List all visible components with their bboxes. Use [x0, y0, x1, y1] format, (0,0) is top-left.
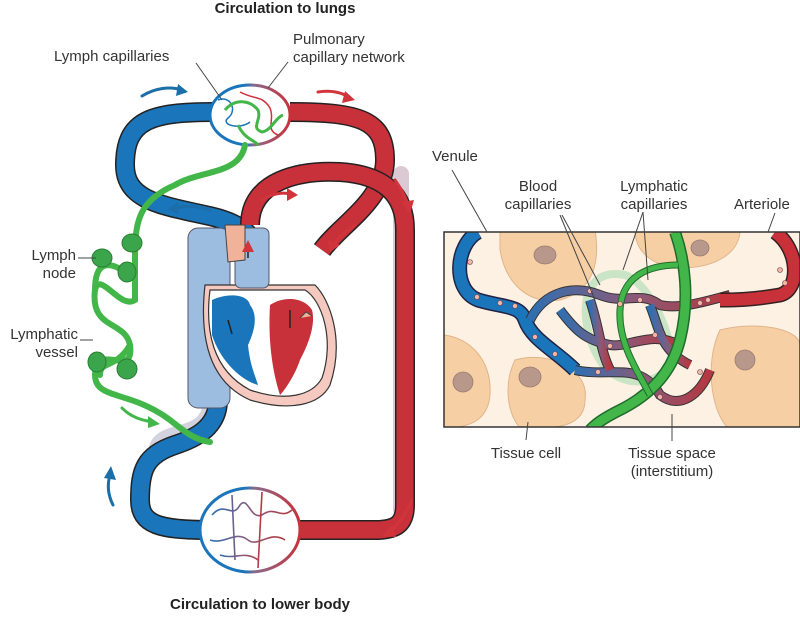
flow-arrows — [104, 84, 414, 537]
label-line: Lymph — [31, 247, 76, 264]
arrow-blue-top — [140, 86, 184, 98]
arrow-green — [120, 406, 154, 424]
label-lymph-capillaries: Lymph capillaries — [54, 48, 170, 65]
cell-nuclei — [452, 239, 756, 393]
label-blood-capillaries: Blood capillaries — [488, 178, 588, 214]
systemic-capillary-network — [198, 486, 302, 574]
label-lymphatic-capillaries: Lymphatic capillaries — [604, 178, 704, 214]
heart — [187, 224, 337, 409]
label-tissue-cell: Tissue cell — [490, 445, 562, 462]
label-lymphatic-vessel: Lymphatic vessel — [0, 326, 78, 362]
title-circulation-to-lungs: Circulation to lungs — [214, 0, 356, 17]
inset-frame — [443, 231, 800, 428]
label-line: vessel — [35, 344, 78, 361]
right-heart-chambers — [212, 295, 258, 385]
label-arteriole: Arteriole — [734, 196, 790, 213]
label-line: capillaries — [504, 196, 572, 213]
label-line: capillary network — [293, 49, 405, 66]
leader-lines-right — [451, 169, 776, 441]
left-heart-chambers — [269, 298, 314, 395]
pulmonary-capillary-network — [208, 83, 292, 147]
label-line: capillaries — [620, 196, 688, 213]
label-venule: Venule — [432, 148, 478, 165]
label-line: Lymphatic — [620, 178, 688, 195]
label-pulmonary-capillary-network: Pulmonary capillary network — [293, 31, 405, 67]
label-line: node — [42, 265, 76, 282]
red-blood-cells — [467, 259, 788, 400]
label-line: Tissue space — [628, 445, 716, 462]
title-circulation-to-lower-body: Circulation to lower body — [169, 596, 350, 613]
label-line: Lymphatic — [10, 326, 78, 343]
label-tissue-space: Tissue space (interstitium) — [612, 445, 732, 481]
arrow-blue-bottom — [106, 473, 115, 507]
label-lymph-node: Lymph node — [12, 247, 76, 283]
tissue-inset — [443, 231, 800, 428]
lymph-nodes — [87, 233, 143, 380]
label-line: Blood — [518, 178, 558, 195]
leader-lines-left — [78, 61, 289, 341]
label-line: (interstitium) — [630, 463, 714, 480]
label-line: Pulmonary — [293, 31, 365, 48]
